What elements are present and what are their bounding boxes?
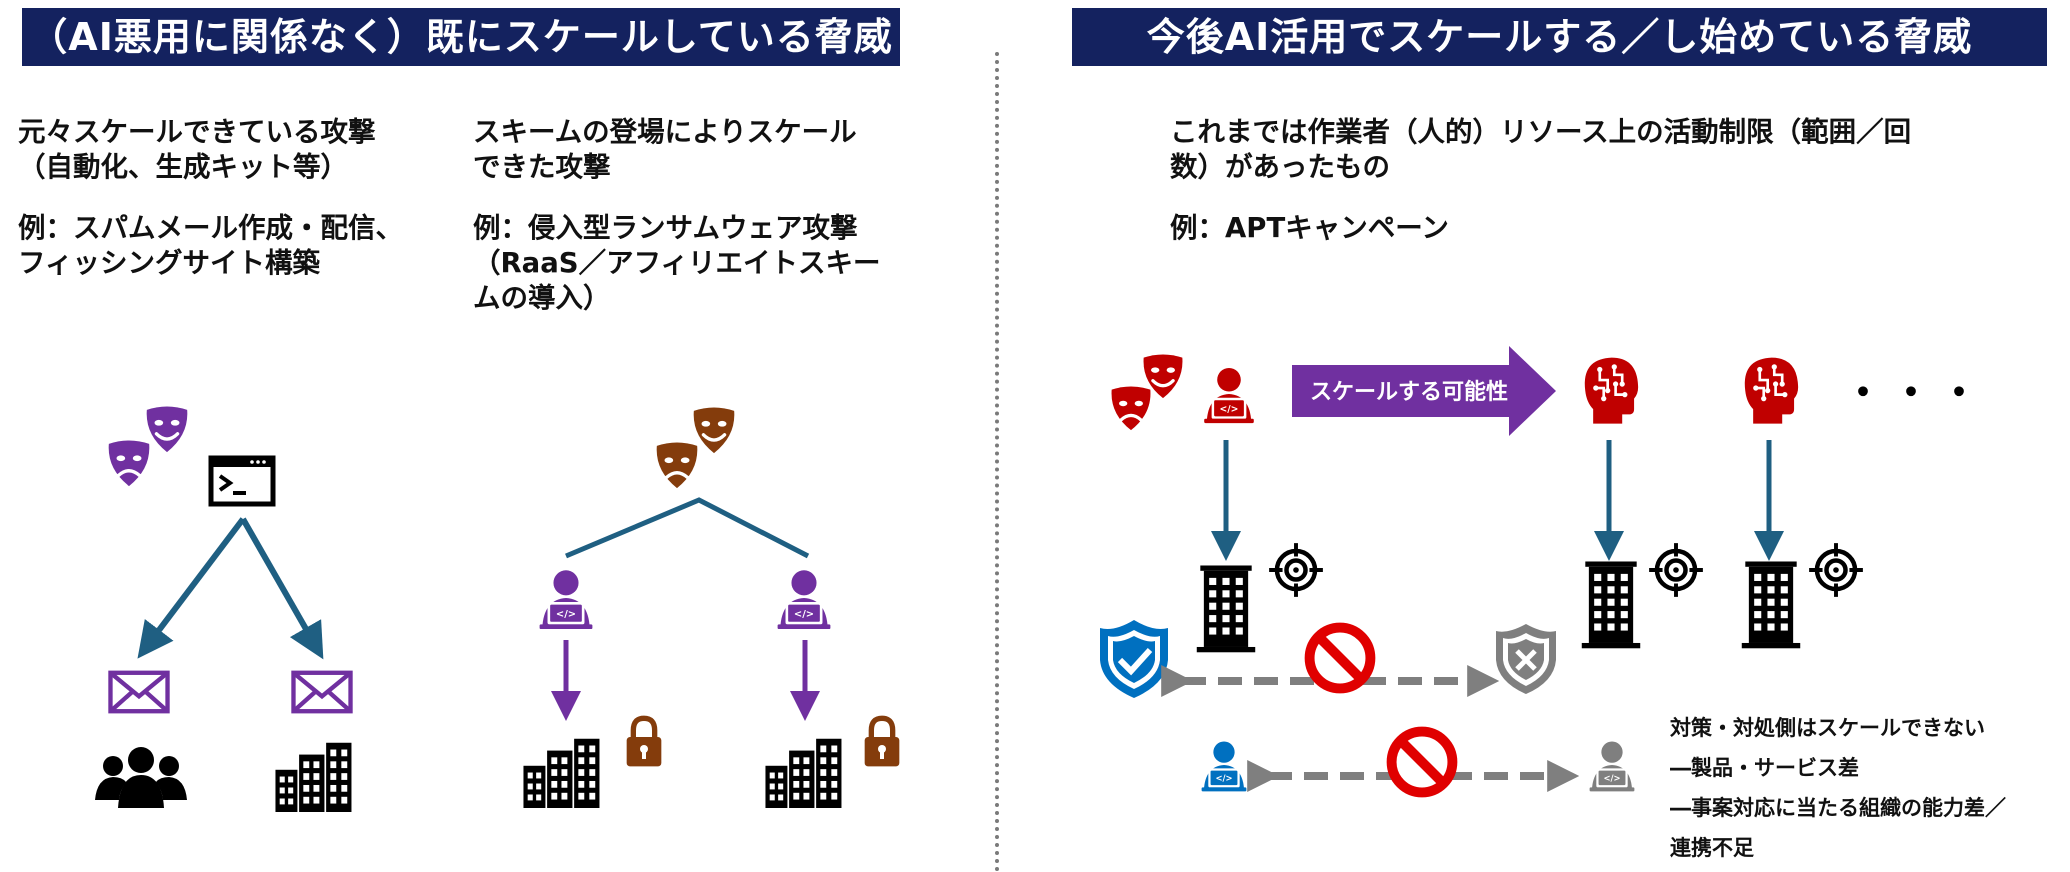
right-heading: これまでは作業者（人的）リソース上の活動制限（範囲／回 数）があったもの	[1170, 116, 1912, 183]
office-tower-icon	[1196, 565, 1256, 653]
lock-icon	[865, 718, 900, 766]
hacker-icon	[1201, 741, 1247, 792]
target-icon	[1269, 543, 1323, 597]
col1-example: 例：スパムメール作成・配信、 フィッシングサイト構築	[18, 212, 403, 279]
mask-happy-icon	[691, 405, 737, 455]
hacker-icon	[1204, 367, 1254, 424]
target-icon	[1809, 543, 1863, 597]
col1-heading: 元々スケールできている攻撃 （自動化、生成キット等）	[18, 116, 376, 183]
shield-x-icon	[1496, 624, 1556, 694]
right-example: 例：APTキャンペーン	[1170, 212, 1449, 244]
target-icon	[1649, 543, 1703, 597]
office-tower-icon	[1581, 561, 1641, 649]
hacker-icon	[1589, 741, 1635, 792]
office-tower-icon	[1741, 561, 1801, 649]
hacker-icon	[777, 570, 831, 630]
mask-happy-icon	[144, 404, 190, 454]
ai-head-icon	[1743, 356, 1800, 426]
left-banner: （AI悪用に関係なく）既にスケールしている脅威	[22, 8, 900, 66]
arrow-to-email-1	[137, 517, 246, 659]
scale-possibility-arrow: スケールする可能性	[1292, 346, 1556, 436]
prohibited-icon	[1388, 728, 1456, 796]
prohibited-icon	[1306, 624, 1374, 692]
lock-icon	[627, 718, 662, 766]
col2-heading: スキームの登場によりスケール できた攻撃	[473, 116, 857, 183]
mask-sad-icon	[654, 440, 700, 490]
ai-head-icon	[1583, 356, 1640, 426]
buildings-icon	[275, 742, 352, 812]
buildings-icon	[523, 738, 600, 808]
shield-check-icon	[1100, 620, 1168, 698]
right-banner: 今後AI活用でスケールする／し始めている脅威	[1072, 8, 2047, 66]
arrow-to-email-2	[240, 517, 324, 660]
people-icon	[95, 747, 187, 808]
section-divider	[995, 52, 999, 872]
col2-example: 例：侵入型ランサムウェア攻撃 （RaaS／アフィリエイトスキー ムの導入）	[473, 212, 881, 314]
defense-note: 対策・対処側はスケールできない ―製品・サービス差 ―事案対応に当たる組織の能力…	[1670, 716, 2006, 860]
mask-sad-icon	[1109, 384, 1153, 432]
terminal-window-icon	[208, 455, 276, 507]
ellipsis: ・・・	[1843, 370, 1987, 416]
scale-possibility-label: スケールする可能性	[1310, 379, 1508, 405]
buildings-icon	[765, 738, 842, 808]
envelope-icon	[293, 673, 350, 711]
mask-sad-icon	[106, 438, 152, 488]
hacker-icon	[539, 570, 593, 630]
scheme-tree-line	[565, 497, 810, 559]
envelope-icon	[110, 673, 167, 711]
